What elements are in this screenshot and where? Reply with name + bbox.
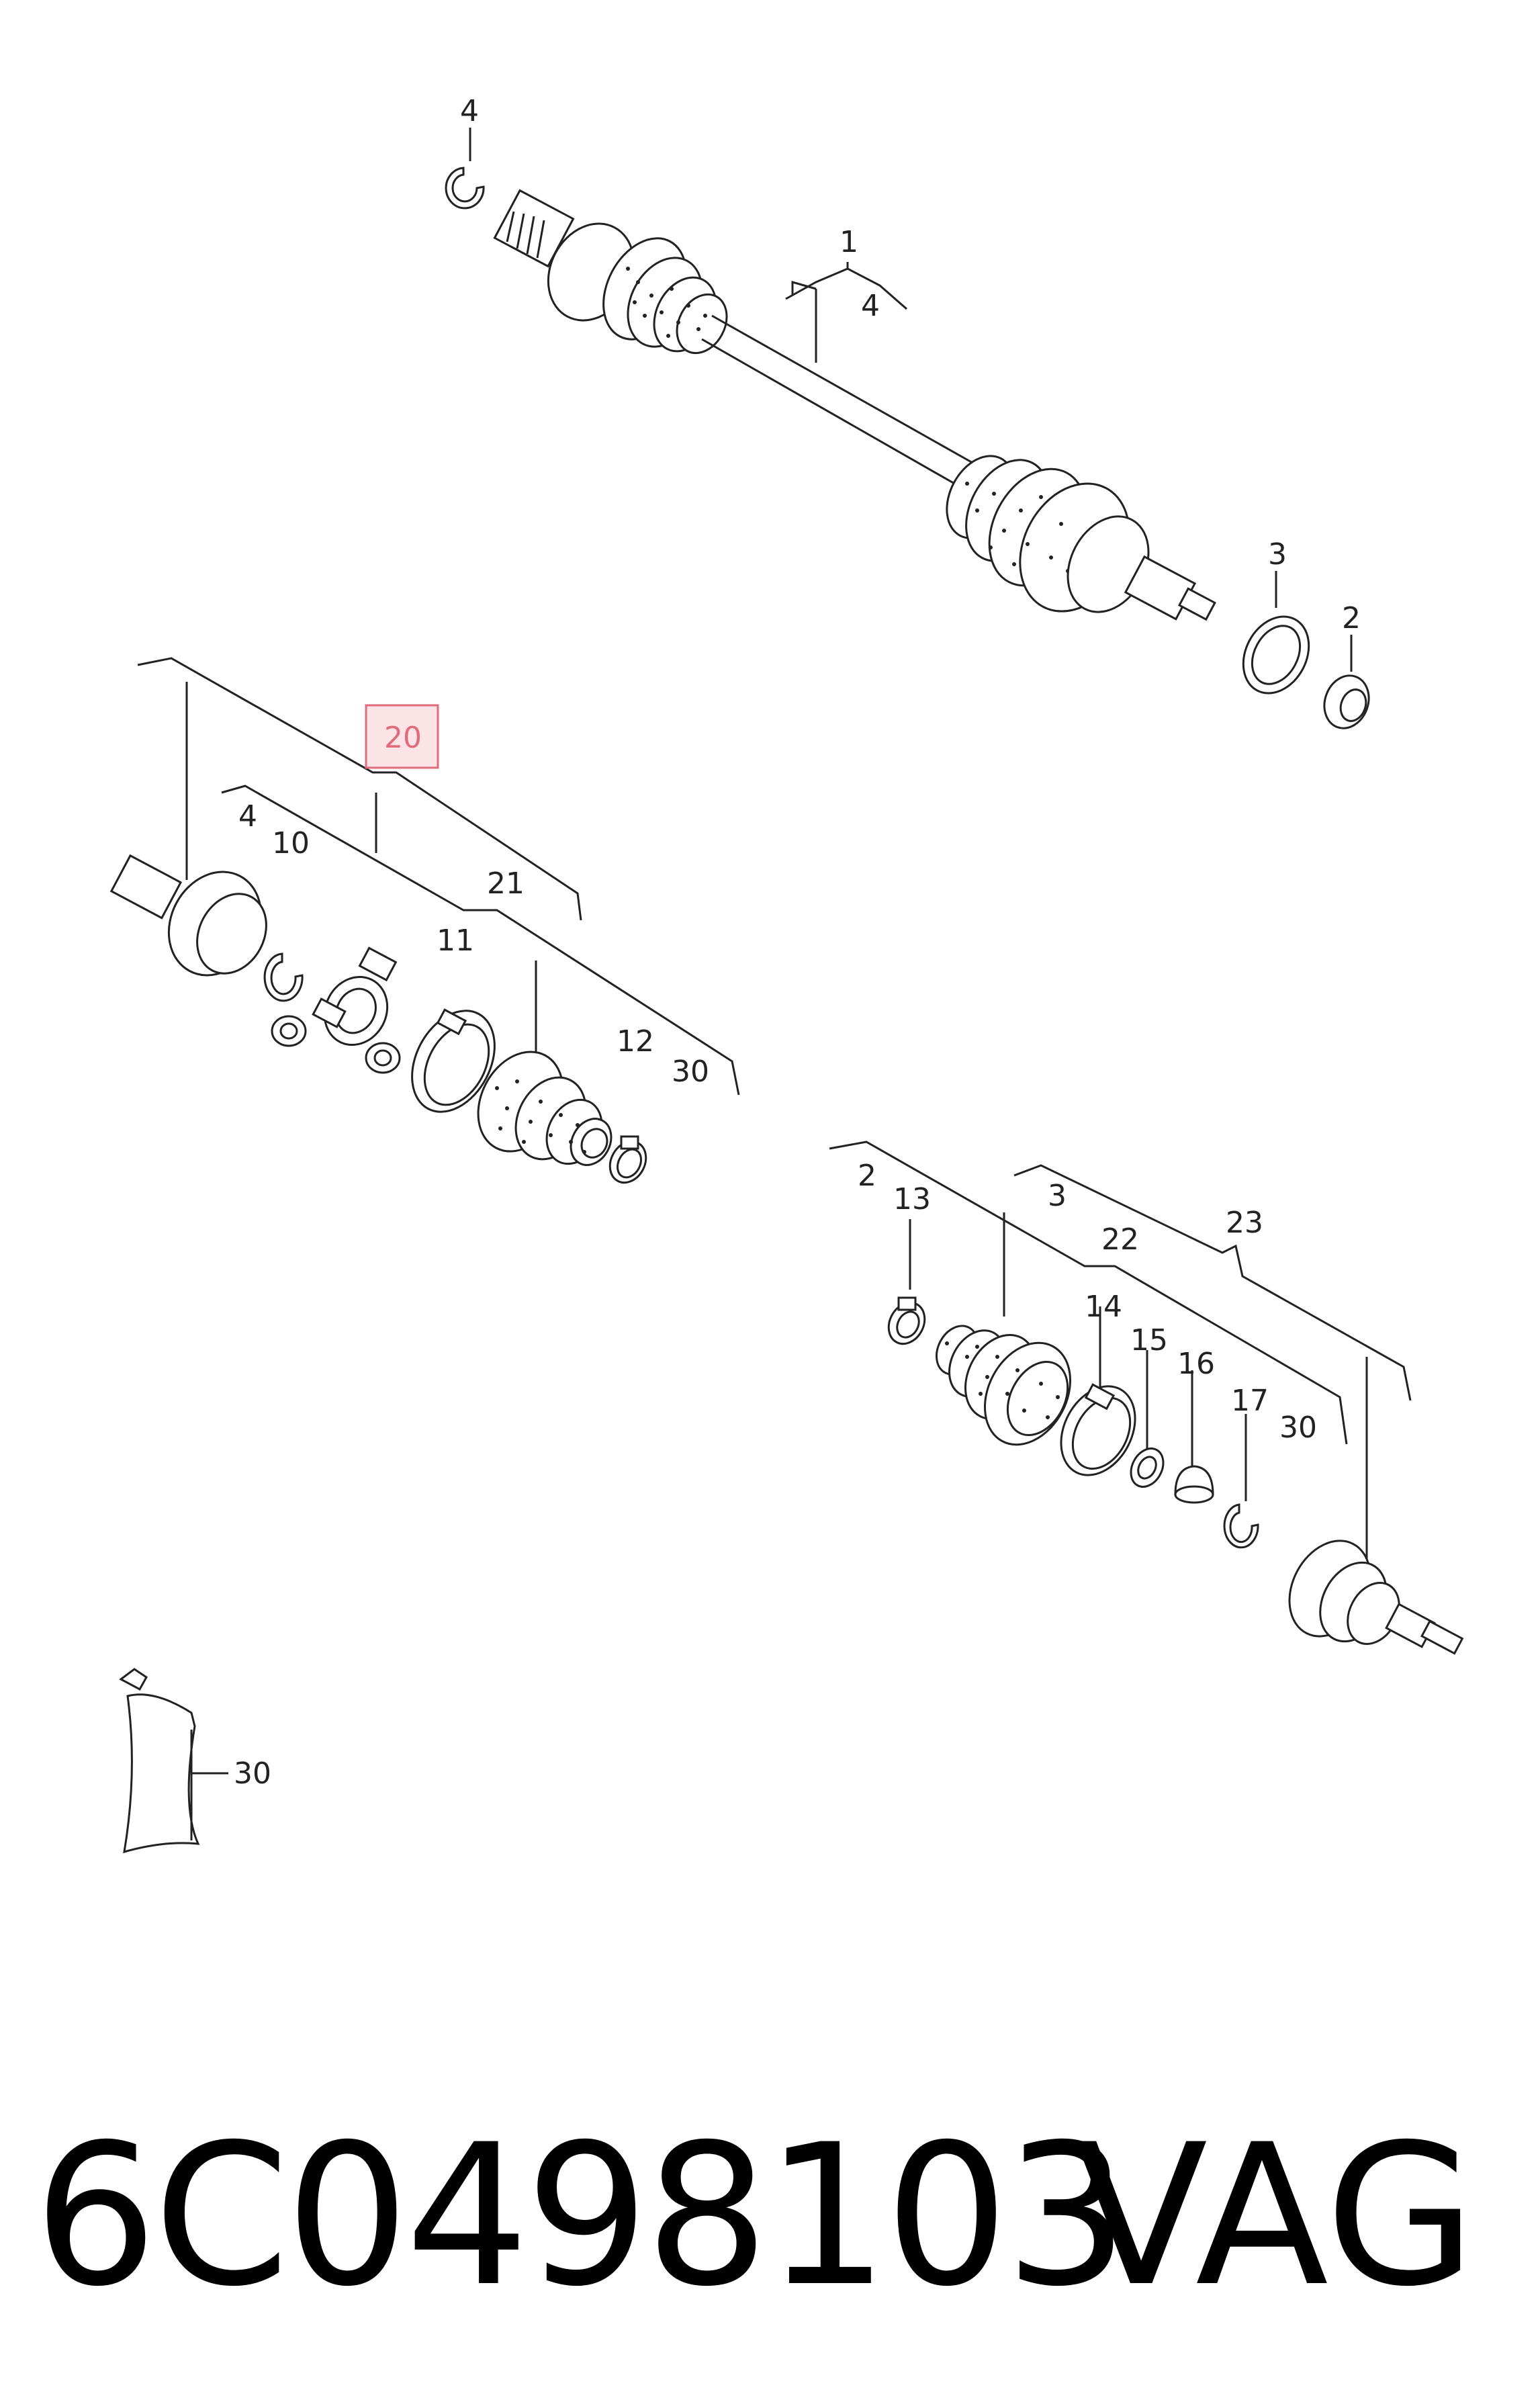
right-kit-bracket — [829, 1141, 1412, 1599]
tripod-part — [271, 946, 401, 1074]
drive-shaft-assembly — [445, 167, 1370, 729]
circlip-part — [263, 952, 304, 1002]
label-2-right: 2 — [858, 1159, 876, 1193]
boot-part — [477, 1051, 613, 1166]
outer-joint-right-part — [1288, 1540, 1464, 1655]
label-2-top: 2 — [1342, 601, 1361, 635]
footer: 6C0498103 VAG — [34, 2116, 1511, 2317]
callout-labels: 4 1 4 3 2 20 4 10 21 11 12 30 2 13 3 22 … — [234, 94, 1361, 1791]
clamp-small-part — [608, 1135, 647, 1184]
boot-right-part — [936, 1325, 1072, 1446]
circlip-right-part — [1223, 1503, 1259, 1549]
label-4-left: 4 — [238, 799, 257, 834]
label-17: 17 — [1231, 1384, 1269, 1418]
label-23: 23 — [1226, 1206, 1263, 1240]
label-20: 20 — [384, 721, 422, 755]
splined-stub-left — [493, 189, 575, 268]
left-kit-parts — [109, 854, 647, 1184]
brand-name: VAG — [1075, 2103, 1476, 2329]
label-3-top: 3 — [1268, 537, 1287, 572]
label-30-right: 30 — [1279, 1411, 1317, 1445]
right-kit-parts — [887, 1296, 1464, 1655]
label-13: 13 — [893, 1182, 931, 1216]
joint-stub-part — [109, 854, 267, 977]
label-10: 10 — [272, 826, 310, 860]
label-21: 21 — [487, 866, 525, 901]
splined-stub-right — [1124, 555, 1216, 621]
nut-part — [1323, 674, 1370, 729]
clamp-large-part — [411, 1008, 496, 1113]
label-16: 16 — [1177, 1347, 1215, 1381]
part-number: 6C0498103 — [34, 2103, 1129, 2329]
label-14: 14 — [1085, 1290, 1122, 1324]
label-4-kit: 4 — [861, 289, 880, 323]
top-leaders — [469, 128, 1353, 672]
left-kit-bracket — [137, 657, 740, 1096]
label-15: 15 — [1130, 1323, 1168, 1357]
label-11: 11 — [437, 924, 474, 958]
circlip-top-part — [445, 167, 485, 210]
outer-boot — [946, 455, 1130, 613]
label-4-top: 4 — [460, 94, 479, 128]
cup-part — [1174, 1465, 1214, 1504]
inner-boot — [602, 237, 728, 355]
label-22: 22 — [1101, 1222, 1139, 1257]
clamp-small-right-part — [887, 1296, 926, 1345]
label-1: 1 — [840, 225, 858, 259]
shaft-bar — [701, 314, 975, 488]
label-3-right: 3 — [1048, 1179, 1067, 1213]
highlight-box — [365, 704, 439, 769]
label-30-left: 30 — [672, 1055, 709, 1089]
clamp-large-right-part — [1060, 1383, 1136, 1476]
grease-tube-part — [119, 1668, 228, 1854]
label-12: 12 — [617, 1024, 654, 1059]
label-30-tube: 30 — [234, 1756, 271, 1791]
